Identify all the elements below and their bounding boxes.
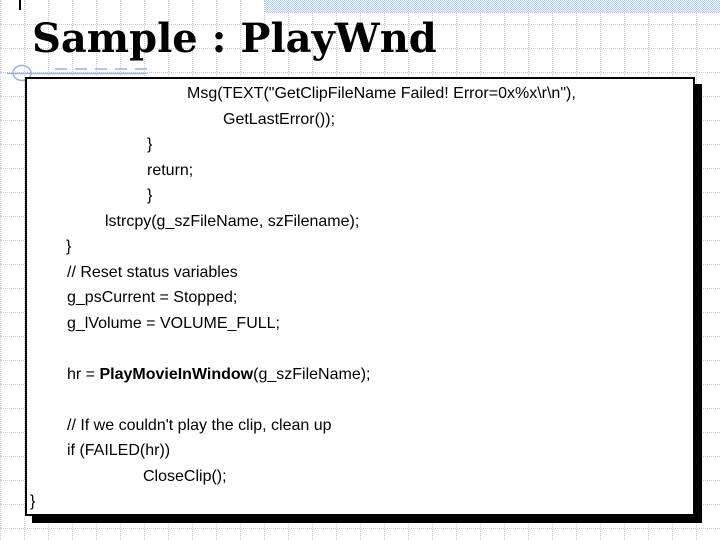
code-text: GetLastError()); — [223, 110, 336, 128]
code-text: } — [147, 187, 153, 204]
code-line — [27, 336, 693, 362]
code-line: return; — [27, 158, 693, 184]
code-text: // If we couldn't play the clip, clean u… — [67, 416, 332, 434]
code-line: GetLastError()); — [27, 107, 693, 133]
grid-line-vertical — [0, 0, 1, 540]
code-line: // If we couldn't play the clip, clean u… — [27, 413, 693, 439]
top-accent-bar — [265, 0, 720, 13]
grid-line-horizontal — [0, 72, 720, 73]
top-left-tick-mark — [19, 0, 21, 10]
code-text: g_lVolume = VOLUME_FULL; — [67, 314, 280, 332]
code-line — [27, 387, 693, 413]
decoration-circle — [12, 64, 32, 82]
code-line: if (FAILED(hr)) — [27, 438, 693, 464]
grid-line-horizontal — [0, 528, 720, 529]
code-line: // Reset status variables — [27, 260, 693, 286]
grid-line-vertical — [696, 0, 697, 540]
code-text: return; — [147, 161, 194, 179]
code-line: hr = PlayMovieInWindow(g_szFileName); — [27, 362, 693, 388]
code-line: } — [27, 132, 693, 158]
code-text: } — [30, 493, 36, 510]
code-text: CloseClip(); — [143, 467, 227, 485]
code-line: } — [27, 234, 693, 260]
code-text: // Reset status variables — [67, 263, 238, 281]
grid-line-vertical — [24, 0, 25, 540]
grid-line-horizontal — [0, 24, 720, 25]
title-underline-decoration — [7, 64, 147, 82]
code-text: g_psCurrent = Stopped; — [67, 289, 238, 306]
code-text: (g_szFileName); — [253, 365, 371, 383]
code-line: Msg(TEXT("GetClipFileName Failed! Error=… — [27, 81, 693, 107]
slide-title: Sample : PlayWnd — [32, 15, 437, 62]
code-text: lstrcpy(g_szFileName, szFilename); — [105, 212, 360, 230]
code-line: lstrcpy(g_szFileName, szFilename); — [27, 209, 693, 235]
code-text: hr = — [67, 365, 100, 383]
code-text: } — [66, 238, 72, 255]
grid-line-horizontal — [0, 48, 720, 49]
code-line: CloseClip(); — [27, 464, 693, 490]
code-text: } — [147, 136, 153, 153]
code-line: g_lVolume = VOLUME_FULL; — [27, 311, 693, 337]
code-line: g_psCurrent = Stopped; — [27, 285, 693, 311]
code-text: if (FAILED(hr)) — [67, 442, 171, 459]
code-text: Msg(TEXT("GetClipFileName Failed! Error=… — [187, 85, 576, 102]
code-text-bold: PlayMovieInWindow — [99, 365, 254, 383]
code-box: Msg(TEXT("GetClipFileName Failed! Error=… — [25, 77, 695, 516]
code-line: } — [27, 183, 693, 209]
code-line: } — [27, 489, 693, 514]
